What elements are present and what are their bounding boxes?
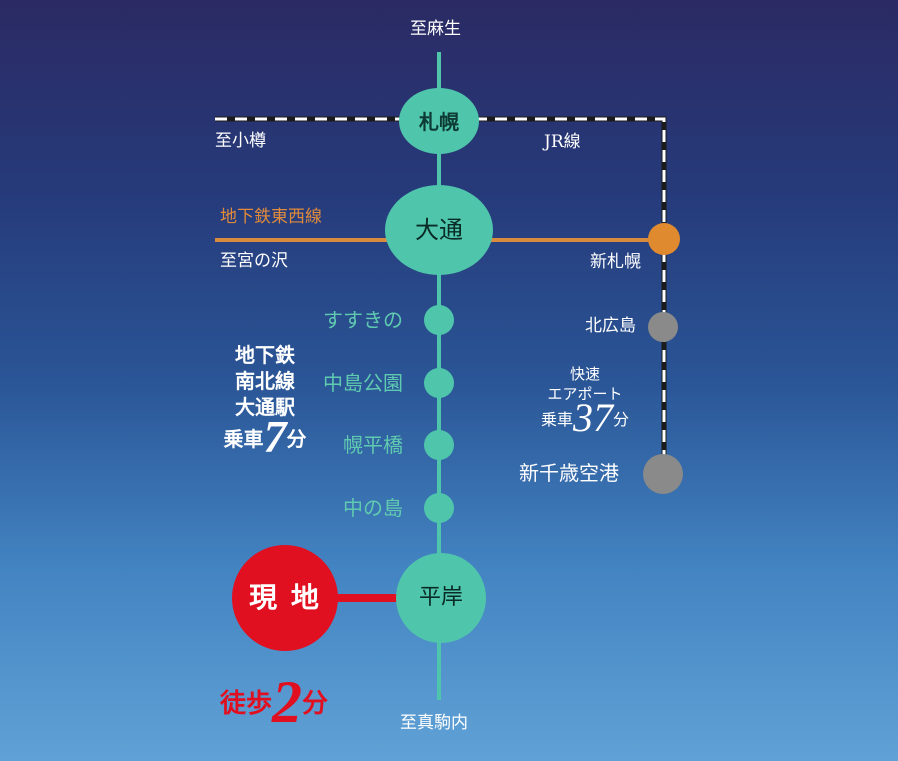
odori-travel-info: 地下鉄 南北線 大通駅 乗車7分 (215, 342, 315, 460)
walk-minutes: 2 (272, 669, 303, 735)
walk-prefix: 徒歩 (220, 689, 273, 719)
station-nakajima-koen-marker[interactable] (424, 368, 454, 398)
walk-suffix: 分 (302, 689, 329, 719)
jr-line (215, 116, 667, 462)
label-jr-line: JR線 (544, 132, 581, 152)
station-shin-sapporo-marker[interactable] (648, 223, 680, 255)
station-horohirabashi-label: 幌平橋 (343, 433, 403, 457)
station-susukino-marker[interactable] (424, 305, 454, 335)
station-shin-sapporo-label: 新札幌 (590, 252, 641, 272)
station-nakanoshima-label: 中の島 (343, 496, 403, 520)
label-to-makomanai: 至真駒内 (400, 713, 468, 733)
airport-ride-suffix: 分 (613, 410, 630, 429)
station-sapporo-label: 札幌 (419, 110, 459, 134)
odori-info-line3: 大通駅 (235, 395, 295, 419)
station-kitahiroshima-label: 北広島 (585, 316, 636, 336)
label-to-otaru: 至小樽 (215, 131, 266, 151)
odori-info-line2: 南北線 (235, 369, 295, 393)
airport-info-line2: エアポート (547, 385, 623, 403)
odori-info-line1: 地下鉄 (235, 343, 295, 367)
station-susukino-label: すすきの (323, 308, 403, 332)
station-odori-marker[interactable] (385, 185, 493, 275)
station-horohirabashi-marker[interactable] (424, 430, 454, 460)
station-shin-chitose-marker[interactable] (643, 454, 683, 494)
walk-info: 徒歩2分 (220, 668, 328, 737)
current-location-marker[interactable] (232, 545, 338, 651)
station-nakajima-koen-label: 中島公園 (323, 371, 403, 395)
station-odori-label: 大通 (415, 216, 463, 244)
station-hiragishi-marker[interactable] (396, 553, 486, 643)
station-shin-chitose-label: 新千歳空港 (519, 461, 619, 485)
airport-ride-minutes: 37 (573, 395, 613, 440)
station-sapporo-marker[interactable] (399, 88, 479, 154)
odori-ride-minutes: 7 (263, 411, 287, 462)
odori-ride-suffix: 分 (286, 427, 307, 451)
current-location-label: 現 地 (249, 581, 321, 614)
odori-ride-prefix: 乗車 (223, 427, 264, 451)
label-to-asabu: 至麻生 (410, 19, 461, 39)
station-nakanoshima-marker[interactable] (424, 493, 454, 523)
station-hiragishi-label: 平岸 (418, 585, 464, 610)
station-kitahiroshima-marker[interactable] (648, 312, 678, 342)
label-tozai-line: 地下鉄東西線 (220, 207, 322, 227)
airport-info-line1: 快速 (569, 365, 600, 383)
airport-ride-prefix: 乗車 (540, 410, 573, 429)
label-to-miyanosawa: 至宮の沢 (220, 251, 288, 271)
airport-travel-info: 快速 エアポート 乗車37分 (525, 364, 645, 438)
